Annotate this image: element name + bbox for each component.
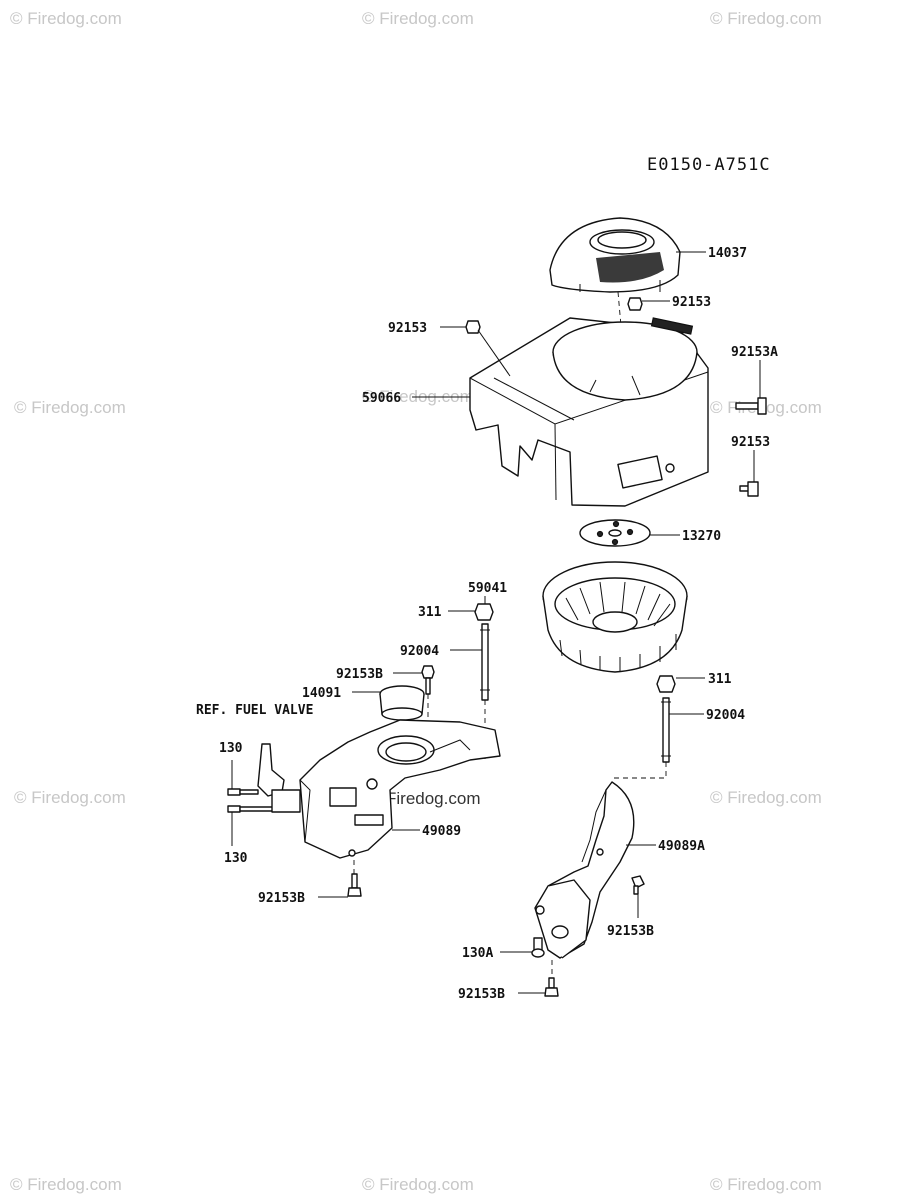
callout-311-left: 311 [418,605,442,620]
part-14091-collar [379,685,425,721]
callout-92153B-right: 92153B [607,924,654,939]
flywheel [542,561,688,673]
part-14037-screen [549,217,681,361]
callout-92153-top: 92153 [672,295,711,310]
watermark-mid-left: © Firedog.com [14,398,126,417]
callout-130-bottom: 130 [224,851,248,866]
part-92153-right-bolt [739,481,759,497]
watermark-top-left: © Firedog.com [10,9,122,28]
callout-92153-left: 92153 [388,321,427,336]
part-130-bolts [227,743,301,813]
part-49089-shroud [299,719,501,859]
callout-59041: 59041 [468,581,507,596]
part-130A-bolt [531,937,545,958]
callout-92153B-left: 92153B [258,891,305,906]
callout-311-right: 311 [708,672,732,687]
part-right-stud [656,675,676,763]
watermark-bottom-left: © Firedog.com [10,1175,122,1194]
watermark-bottom-center: © Firedog.com [362,1175,474,1194]
leader-lines [231,251,761,994]
callout-14091: 14091 [302,686,341,701]
callout-59066: 59066 [362,391,401,406]
callout-13270: 13270 [682,529,721,544]
callout-labels: 14037 92153 92153 92153A 59066 92153 132… [196,246,778,1002]
part-92153B-left-bolt [347,860,362,897]
watermark-low-left: © Firedog.com [14,788,126,807]
watermark-top-right: © Firedog.com [710,9,822,28]
watermarks: © Firedog.com © Firedog.com © Firedog.co… [10,9,822,1194]
part-92153-top-bolt [627,297,643,311]
watermark-top-center: © Firedog.com [362,9,474,28]
callout-92153B-bottom: 92153B [458,987,505,1002]
diagram-code: E0150-A751C [647,155,771,175]
part-92153-left-bolt [465,320,481,334]
callout-49089A: 49089A [658,839,705,854]
part-92153B-right-bolt [631,875,645,895]
callout-14037: 14037 [708,246,747,261]
callout-92153B-top: 92153B [336,667,383,682]
part-49089A-shroud [534,762,667,959]
part-92153B-bottom-bolt [544,960,559,997]
part-59066-fan-housing [469,317,709,507]
callout-92004-right: 92004 [706,708,745,723]
watermark-center: Firedog.com [386,789,480,808]
ref-fuel-valve-label: REF. FUEL VALVE [196,703,313,718]
watermark-low-right: © Firedog.com [710,788,822,807]
callout-49089: 49089 [422,824,461,839]
callout-130A: 130A [462,946,493,961]
callout-92004-left: 92004 [400,644,439,659]
watermark-bottom-right: © Firedog.com [710,1175,822,1194]
part-92153A-bolt [735,397,767,415]
part-13270-fan-plate [579,519,651,547]
callout-130-top: 130 [219,741,243,756]
callout-92153-right: 92153 [731,435,770,450]
callout-92153A: 92153A [731,345,778,360]
